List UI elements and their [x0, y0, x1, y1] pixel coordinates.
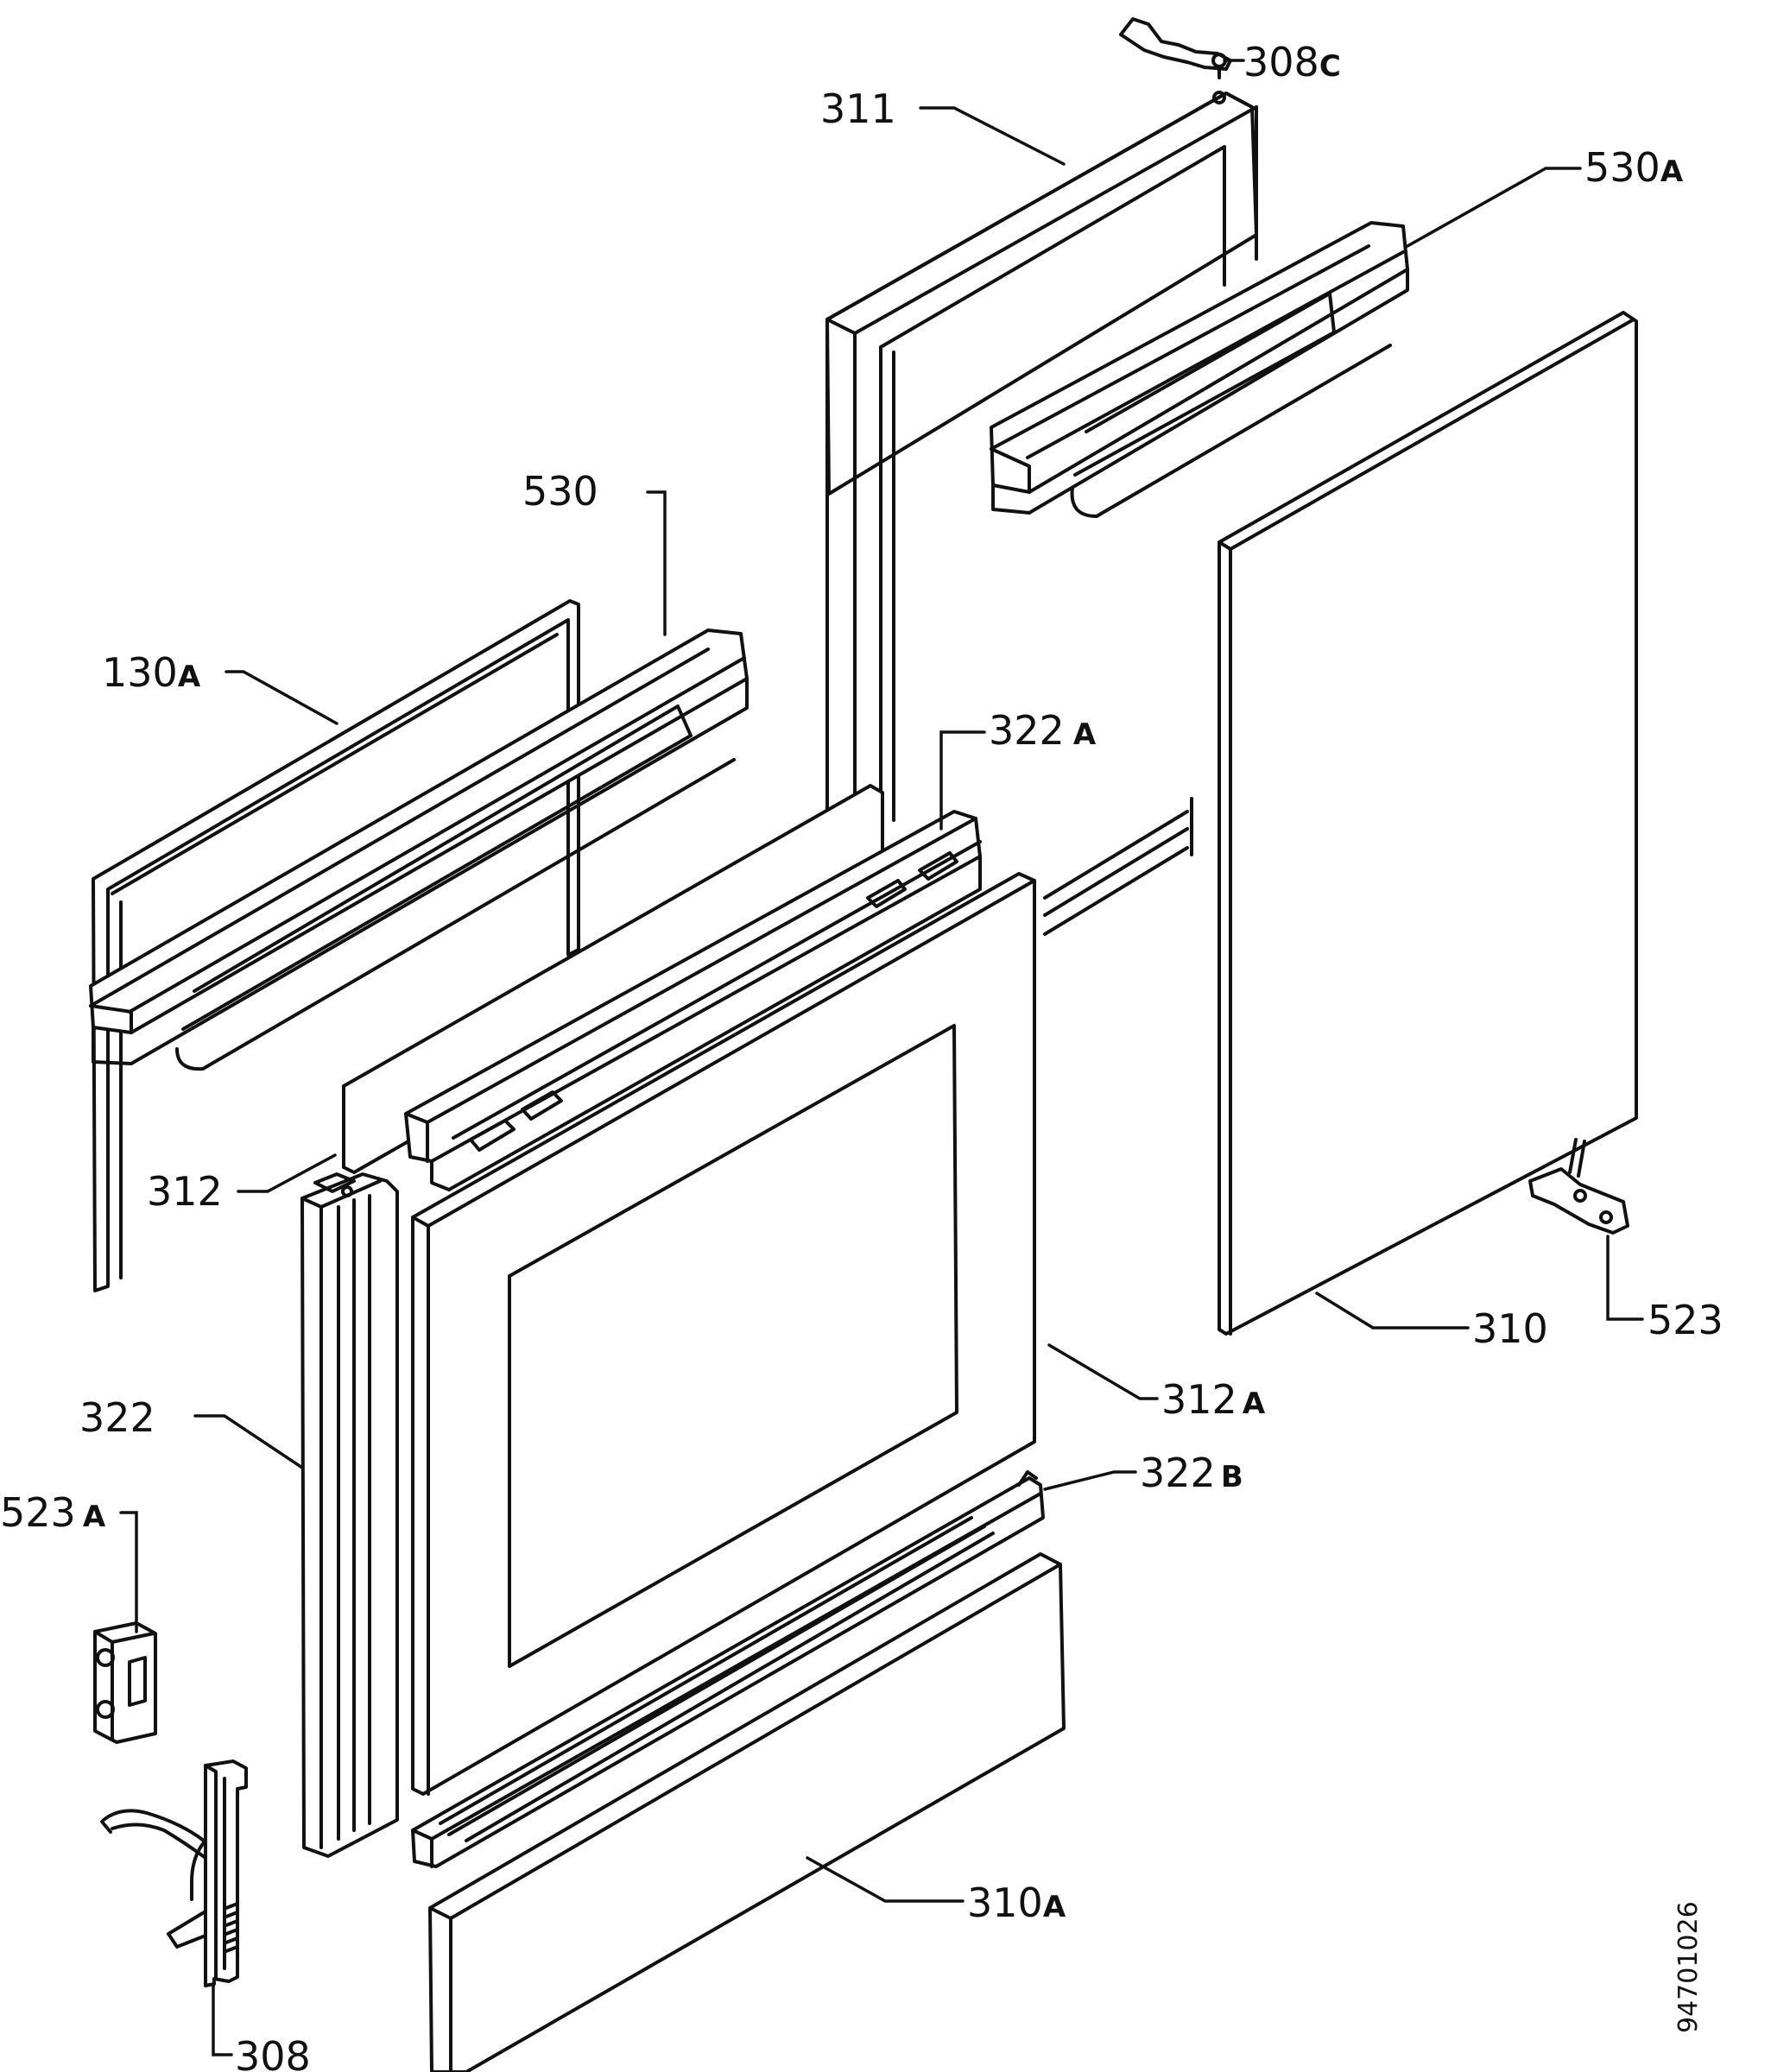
- label-130a: 130A: [102, 649, 201, 696]
- part-322a-upper-rail: [404, 810, 982, 1191]
- label-310a: 310A: [967, 1879, 1066, 1926]
- part-308-hinge-arm: [100, 1759, 248, 1987]
- part-523-hinge: [1528, 1138, 1629, 1235]
- part-310-glass-panel: [1218, 311, 1638, 1336]
- part-312a-middle-glass: [411, 872, 1036, 1796]
- label-310: 310: [1472, 1305, 1548, 1352]
- part-308c-hinge-bracket: [1119, 17, 1232, 79]
- label-322: 322: [79, 1394, 155, 1441]
- part-130a-seal-frame: [92, 599, 580, 1292]
- label-312: 312: [147, 1168, 223, 1215]
- part-310a-bottom-trim: [428, 1552, 1066, 2072]
- part-322b-lower-rail: [411, 1470, 1045, 1868]
- part-530a-handle: [990, 221, 1409, 518]
- label-308c: 308C: [1243, 39, 1341, 85]
- label-311: 311: [820, 85, 896, 132]
- leader-lines: [119, 59, 1644, 2056]
- label-530a: 530A: [1584, 144, 1684, 191]
- part-523a-latch: [93, 1621, 157, 1744]
- part-530-handle: [89, 629, 749, 1071]
- drawing-number: 94701026: [1673, 1901, 1704, 2033]
- label-523: 523: [1648, 1297, 1724, 1343]
- part-311-door-frame: [825, 91, 1258, 936]
- label-308: 308: [235, 2033, 311, 2072]
- part-322-side-rail: [300, 1172, 399, 1858]
- label-530: 530: [522, 468, 598, 515]
